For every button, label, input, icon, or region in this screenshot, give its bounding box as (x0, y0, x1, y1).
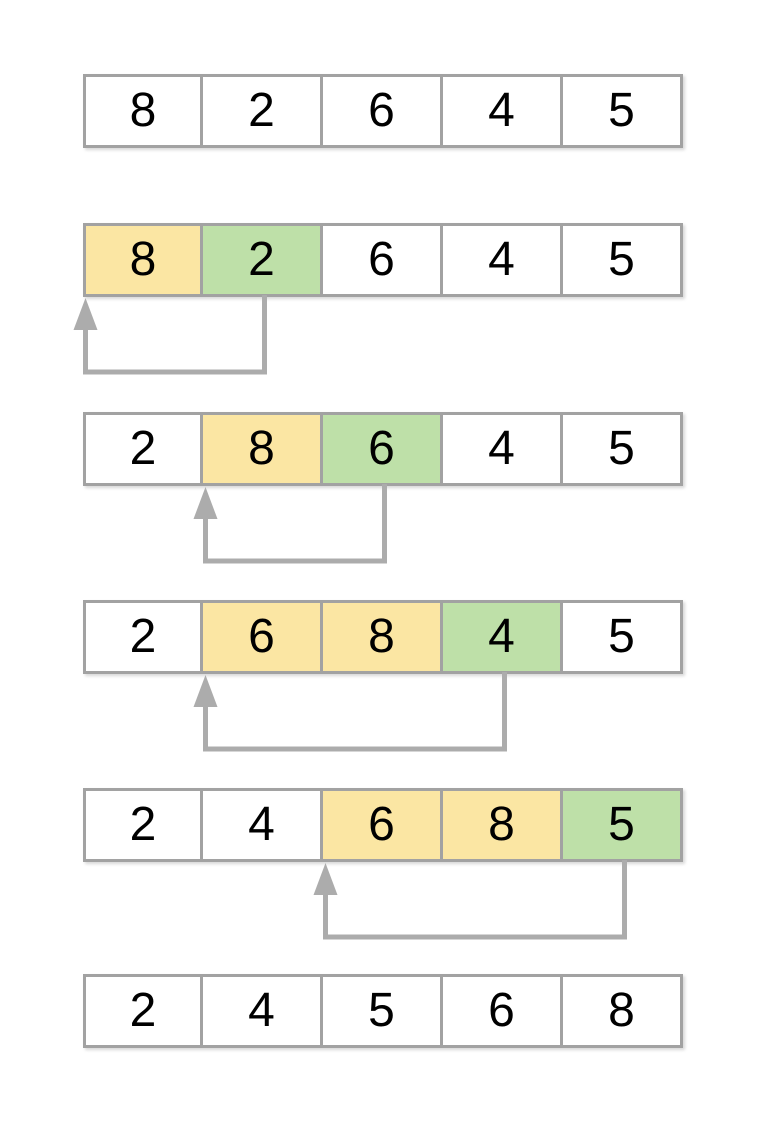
array-cell: 6 (323, 74, 443, 148)
array-cell: 5 (563, 412, 683, 486)
array-cell: 8 (83, 223, 203, 297)
array-cell: 4 (443, 223, 563, 297)
array-cell: 8 (203, 412, 323, 486)
array-cell: 4 (443, 412, 563, 486)
array-cell: 6 (323, 788, 443, 862)
array-cell: 6 (443, 974, 563, 1048)
insertion-arrow-row-4 (313, 860, 627, 940)
array-cell: 8 (83, 74, 203, 148)
array-cell: 4 (203, 788, 323, 862)
array-cell: 4 (443, 74, 563, 148)
arrowhead-icon (193, 487, 218, 519)
insertion-arrow-row-1 (73, 295, 267, 375)
array-cell: 2 (83, 788, 203, 862)
array-cell: 6 (323, 223, 443, 297)
insertion-arrow-row-2 (193, 484, 387, 564)
array-cell: 4 (443, 600, 563, 674)
array-cell: 2 (83, 974, 203, 1048)
array-cell: 6 (323, 412, 443, 486)
array-cell: 6 (203, 600, 323, 674)
array-cell: 5 (563, 223, 683, 297)
arrowhead-icon (193, 675, 218, 707)
array-cell: 8 (563, 974, 683, 1048)
insertion-arrow-row-3 (193, 672, 507, 752)
array-cell: 2 (83, 600, 203, 674)
arrowhead-icon (73, 298, 98, 330)
array-cell: 2 (203, 74, 323, 148)
array-cell: 2 (203, 223, 323, 297)
array-cell: 8 (323, 600, 443, 674)
array-cell: 4 (203, 974, 323, 1048)
array-cell: 5 (563, 788, 683, 862)
array-cell: 8 (443, 788, 563, 862)
array-cell: 5 (563, 74, 683, 148)
arrowhead-icon (313, 863, 338, 895)
array-cell: 5 (323, 974, 443, 1048)
array-cell: 5 (563, 600, 683, 674)
array-cell: 2 (83, 412, 203, 486)
